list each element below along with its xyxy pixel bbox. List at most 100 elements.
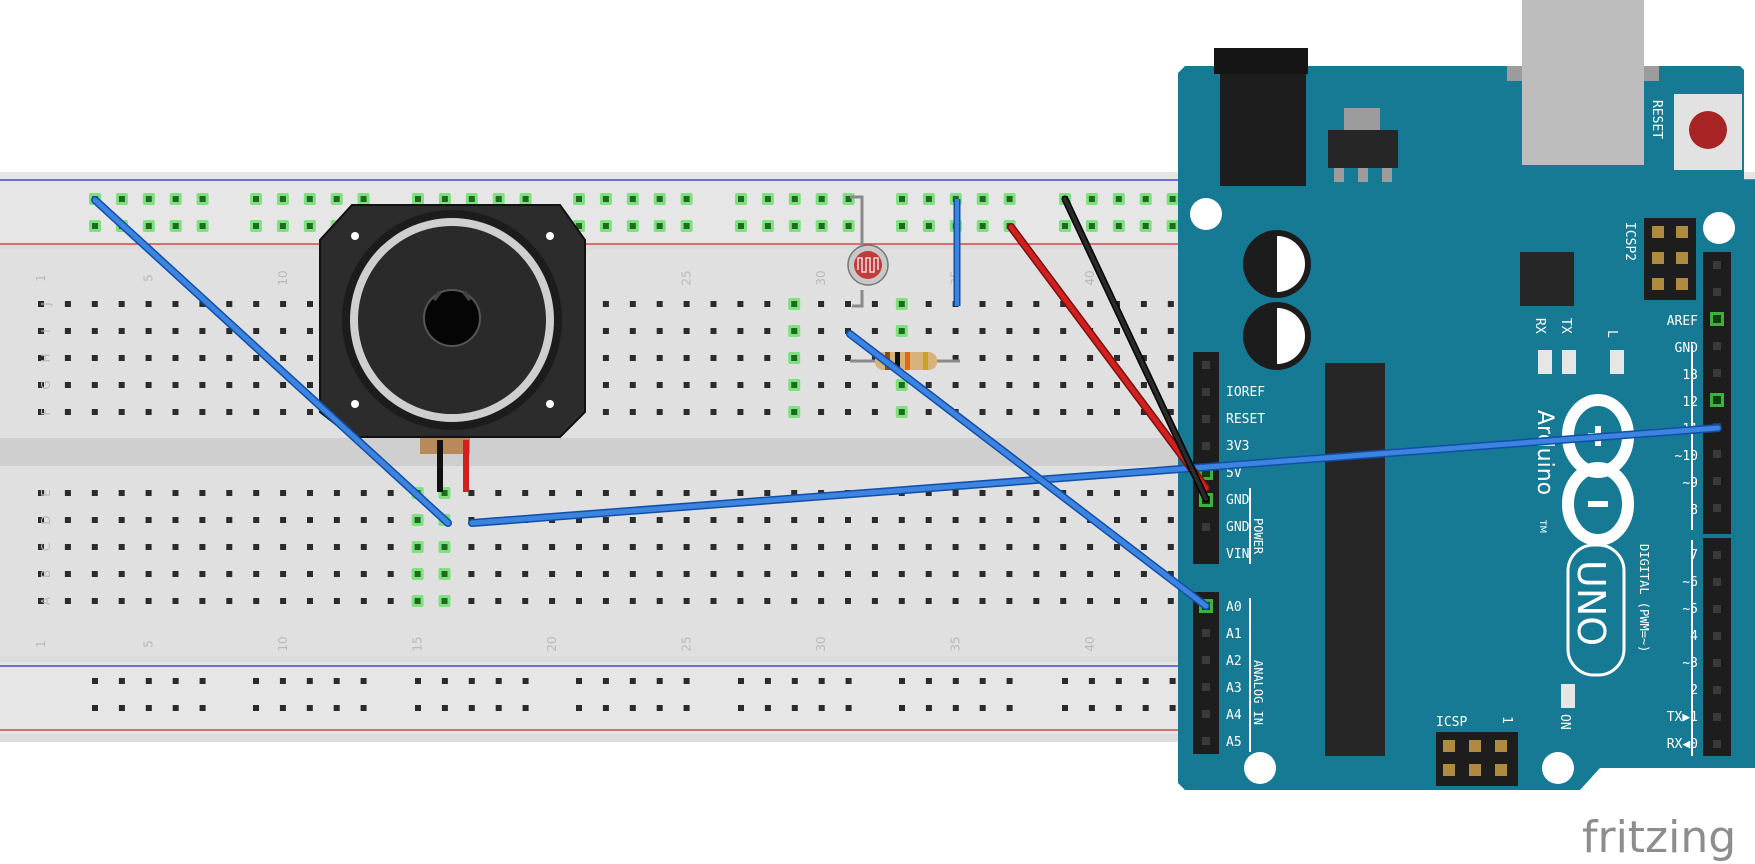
breadboard-hole: [145, 490, 152, 496]
rail-hole: [145, 705, 152, 711]
analog-pin-label: A3: [1226, 681, 1242, 696]
breadboard-hole: [656, 544, 663, 550]
breadboard-hole: [172, 355, 179, 361]
breadboard-hole: [226, 517, 233, 523]
breadboard-hole: [199, 544, 206, 550]
breadboard-hole: [64, 382, 71, 388]
breadboard-hole: [333, 571, 340, 577]
breadboard-hole: [898, 382, 905, 388]
breadboard-hole: [764, 598, 771, 604]
digital-pin-label: 2: [1690, 683, 1698, 698]
breadboard-hole: [925, 382, 932, 388]
breadboard-hole: [737, 355, 744, 361]
breadboard-hole: [979, 355, 986, 361]
breadboard-hole: [441, 490, 448, 496]
mounting-hole-2: [1703, 212, 1735, 244]
breadboard-hole: [656, 490, 663, 496]
breadboard-hole: [845, 517, 851, 523]
breadboard-hole: [280, 382, 287, 388]
breadboard-hole: [979, 409, 986, 415]
breadboard-hole: [710, 409, 717, 415]
breadboard-hole: [118, 409, 125, 415]
breadboard-hole: [818, 544, 825, 550]
wire-speaker-gnd[interactable]: [92, 197, 451, 526]
breadboard-hole: [1114, 571, 1120, 577]
rail-hole: [1006, 678, 1013, 684]
breadboard-hole: [118, 544, 125, 550]
breadboard-hole: [307, 355, 313, 361]
breadboard-hole: [683, 490, 690, 496]
resistor-band-2: [895, 352, 900, 370]
digital-header-low: [1703, 538, 1731, 756]
icsp-pin: [1443, 740, 1455, 752]
breadboard-hole: [1167, 355, 1174, 361]
power-pin-label: RESET: [1226, 412, 1265, 427]
analog-pin-label: A1: [1226, 627, 1242, 642]
wire-5v[interactable]: [1008, 224, 1209, 491]
breadboard-hole: [1033, 517, 1040, 523]
breadboard-hole: [952, 571, 959, 577]
breadboard-hole: [737, 328, 744, 334]
breadboard-hole: [845, 382, 851, 388]
breadboard-hole: [1114, 544, 1120, 550]
breadboard-hole: [172, 301, 179, 307]
header-pin: [1202, 656, 1210, 664]
rail-hole: [279, 196, 286, 202]
column-number: 40: [1083, 270, 1097, 285]
breadboard-hole: [91, 490, 98, 496]
breadboard-hole: [549, 544, 556, 550]
breadboard-hole: [656, 517, 663, 523]
breadboard-hole: [145, 409, 152, 415]
breadboard-hole: [38, 544, 44, 550]
rail-hole: [1115, 196, 1122, 202]
rail-hole: [979, 196, 986, 202]
rail-hole: [1006, 705, 1013, 711]
reset-button[interactable]: [1689, 111, 1727, 149]
rail-hole: [415, 678, 421, 684]
breadboard-hole: [1167, 328, 1174, 334]
wire-speaker-pin11[interactable]: [469, 425, 1721, 526]
breadboard-hole: [764, 328, 771, 334]
rail-hole: [279, 223, 286, 229]
breadboard-hole: [1087, 544, 1094, 550]
breadboard-hole: [64, 517, 71, 523]
breadboard-hole: [64, 355, 71, 361]
rail-hole: [253, 223, 259, 229]
row-letter: F: [39, 408, 53, 415]
rx-led: [1538, 350, 1552, 374]
icsp-label: ICSP: [1436, 715, 1467, 730]
breadboard-hole: [683, 409, 690, 415]
tx-led: [1562, 350, 1576, 374]
breadboard-hole: [791, 517, 798, 523]
column-number: 5: [142, 640, 156, 648]
row-letter: J: [39, 302, 53, 307]
breadboard-hole: [64, 409, 71, 415]
rail-hole: [333, 705, 340, 711]
breadboard-hole: [226, 598, 233, 604]
breadboard-hole: [791, 301, 798, 307]
breadboard-hole: [1167, 598, 1174, 604]
digital-pin-label: ~10: [1675, 449, 1698, 464]
breadboard-hole: [387, 571, 394, 577]
breadboard-hole: [1114, 409, 1120, 415]
rail-hole: [360, 678, 367, 684]
breadboard-hole: [1006, 598, 1013, 604]
header-pin: [1713, 396, 1721, 404]
breadboard-hole: [91, 328, 98, 334]
breadboard-hole: [898, 328, 905, 334]
breadboard-hole: [1087, 598, 1094, 604]
header-pin: [1713, 605, 1721, 613]
rail-hole: [1142, 223, 1149, 229]
header-pin: [1713, 740, 1721, 748]
breadboard-hole: [979, 328, 986, 334]
breadboard-hole: [38, 382, 44, 388]
breadboard-hole: [38, 517, 44, 523]
breadboard-hole: [441, 544, 448, 550]
rail-hole: [495, 705, 502, 711]
rail-hole: [791, 196, 798, 202]
breadboard-hole: [387, 517, 394, 523]
wire-sensor-a0[interactable]: [847, 331, 1209, 609]
breadboard-hole: [979, 544, 986, 550]
breadboard-hole: [307, 382, 313, 388]
breadboard-hole: [871, 517, 878, 523]
